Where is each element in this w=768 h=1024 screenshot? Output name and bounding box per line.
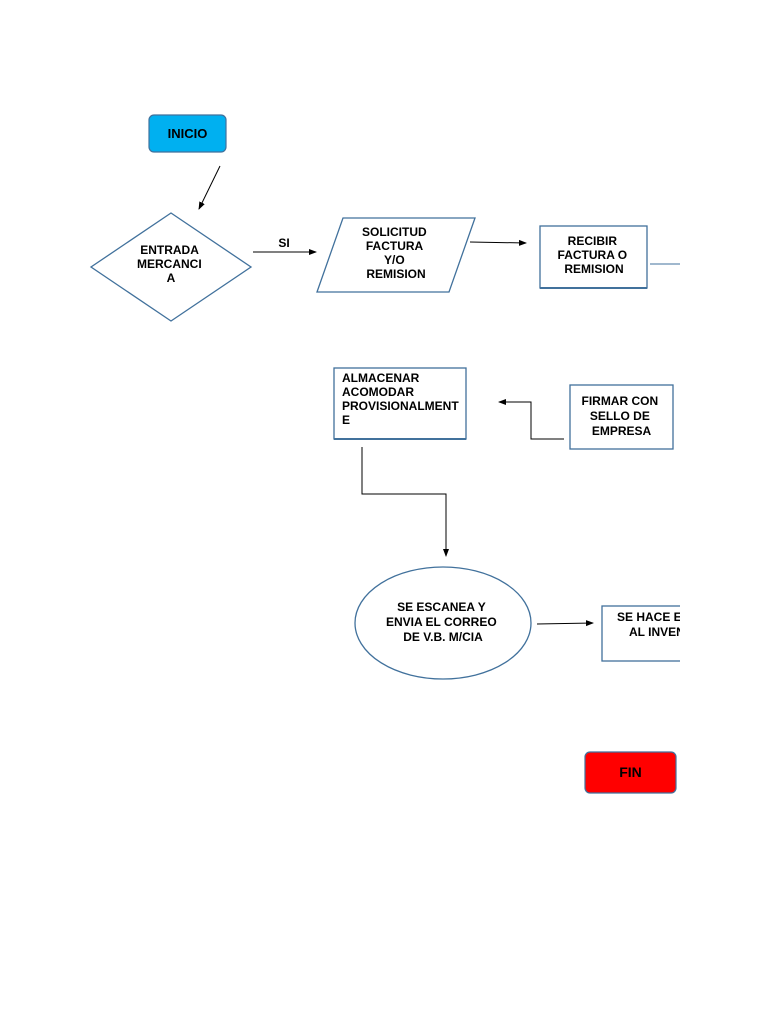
recibir-factura-shape [539,225,648,289]
solicitud-factura-node[interactable]: SOLICITUD FACTURA Y/O REMISION [316,217,476,293]
entrada-mercancia-shape [89,212,253,322]
inicio-shape [148,114,227,153]
escanea-line-1: SE ESCANEA Y [397,600,486,614]
recibir-factura-node[interactable]: RECIBIR FACTURA O REMISION [539,225,648,289]
almacenar-line-4: E [342,413,350,427]
inventario-node[interactable]: SE HACE EL AL INVEN [601,605,712,662]
arrow-firmar-almacenar [498,399,564,440]
arrow-inicio-entrada [198,165,221,210]
inicio-label: INICIO [168,126,208,141]
escanea-correo-label: SE ESCANEA Y ENVIA EL CORREO DE V.B. M/C… [386,600,500,644]
firmar-sello-shape [569,384,674,450]
entrada-line-2: MERCANCI [137,257,202,271]
inventario-line-2: AL INVEN [629,625,685,639]
entrada-line-3: A [167,271,176,285]
solicitud-factura-shape [316,217,476,293]
arrow-almacenar-escanea [361,447,449,557]
almacenar-label: ALMACENAR ACOMODAR PROVISIONALMENT E [342,371,462,427]
escanea-line-3: DE V.B. M/CIA [403,630,483,644]
firmar-line-1: FIRMAR CON [581,394,658,408]
recibir-factura-label: RECIBIR FACTURA O REMISION [558,234,631,276]
entrada-line-1: ENTRADA [140,243,199,257]
almacenar-node[interactable]: ALMACENAR ACOMODAR PROVISIONALMENT E [333,367,467,440]
recibir-line-1: RECIBIR [568,234,618,248]
recibir-line-3: REMISION [564,262,623,276]
inventario-line-1: SE HACE EL [617,610,689,624]
fin-label: FIN [619,764,642,780]
firmar-line-3: EMPRESA [592,424,652,438]
firmar-sello-label: FIRMAR CON SELLO DE EMPRESA [581,394,661,438]
solicitud-line-3: Y/O [384,253,405,267]
escanea-correo-shape [354,566,532,680]
almacenar-line-1: ALMACENAR [342,371,420,385]
inventario-shape [601,605,680,662]
almacenar-line-3: PROVISIONALMENT [342,399,459,413]
fin-shape [584,751,677,794]
inventario-label: SE HACE EL AL INVEN [617,610,692,639]
arrow-escanea-inventario [536,620,594,627]
escanea-line-2: ENVIA EL CORREO [386,615,497,629]
solicitud-factura-label: SOLICITUD FACTURA Y/O REMISION [362,225,430,281]
solicitud-line-4: REMISION [366,267,425,281]
solicitud-line-2: FACTURA [366,239,424,253]
solicitud-line-1: SOLICITUD [362,225,427,239]
entrada-mercancia-node[interactable]: ENTRADA MERCANCI A [89,212,253,322]
inicio-node[interactable]: INICIO [148,114,227,153]
almacenar-line-2: ACOMODAR [342,385,414,399]
almacenar-shape [333,367,467,440]
recibir-line-2: FACTURA O [558,248,628,262]
entrada-mercancia-label: ENTRADA MERCANCI A [137,243,205,285]
si-edge-label: SI [278,236,289,250]
fin-node[interactable]: FIN [584,751,677,794]
firmar-sello-node[interactable]: FIRMAR CON SELLO DE EMPRESA [569,384,674,450]
escanea-correo-node[interactable]: SE ESCANEA Y ENVIA EL CORREO DE V.B. M/C… [354,566,532,680]
arrow-solicitud-recibir [469,239,527,246]
firmar-line-2: SELLO DE [590,409,650,423]
